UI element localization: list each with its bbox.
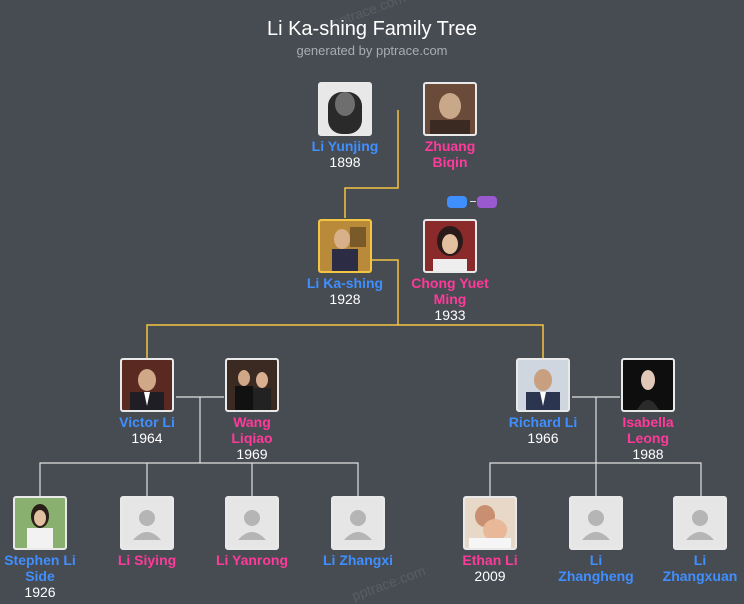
person-year: 1964	[131, 430, 163, 446]
person-name: Li Yanrong	[215, 552, 289, 568]
placeholder-avatar-icon	[120, 496, 174, 550]
person-li-zhangxuan[interactable]: Li Zhangxuan	[641, 496, 744, 584]
person-name: Zhuang Biqin	[424, 138, 476, 170]
person-name: Richard Li	[508, 414, 578, 430]
portrait-photo	[318, 219, 372, 273]
person-victor-li[interactable]: Victor Li 1964	[87, 358, 207, 446]
placeholder-avatar-icon	[225, 496, 279, 550]
person-name: Li Zhangheng	[558, 552, 634, 584]
portrait-photo	[423, 219, 477, 273]
person-ethan-li[interactable]: Ethan Li 2009	[430, 496, 550, 584]
person-li-kashing[interactable]: Li Ka-shing 1928	[285, 219, 405, 307]
person-year: 1966	[527, 430, 559, 446]
person-name: Wang Liqiao	[231, 414, 273, 446]
branch-children-victor	[39, 462, 359, 497]
person-li-yanrong[interactable]: Li Yanrong	[192, 496, 312, 568]
person-name: Isabella Leong	[622, 414, 674, 446]
toggle-purple-button[interactable]	[477, 196, 497, 208]
person-richard-li[interactable]: Richard Li 1966	[483, 358, 603, 446]
person-name: Li Yunjing	[311, 138, 379, 154]
page-subtitle: generated by pptrace.com	[296, 43, 448, 58]
person-year: 1928	[329, 291, 361, 307]
portrait-photo	[621, 358, 675, 412]
person-name: Victor Li	[119, 414, 175, 430]
person-li-zhangheng[interactable]: Li Zhangheng	[536, 496, 656, 584]
person-zhuang-biqin[interactable]: Zhuang Biqin	[390, 82, 510, 170]
placeholder-avatar-icon	[569, 496, 623, 550]
person-li-yunjing[interactable]: Li Yunjing 1898	[285, 82, 405, 170]
branch-line-victor	[176, 396, 224, 463]
branch-line-richard	[572, 396, 620, 463]
person-year: 1926	[24, 584, 56, 600]
portrait-photo	[225, 358, 279, 412]
portrait-photo	[516, 358, 570, 412]
lineage-line-gen2	[146, 324, 544, 358]
person-name: Li Ka-shing	[306, 275, 384, 291]
person-year: 1898	[329, 154, 361, 170]
person-name: Li Zhangxuan	[662, 552, 738, 584]
lineage-line-gen1	[344, 110, 399, 218]
view-toggle[interactable]	[447, 196, 499, 210]
portrait-photo	[423, 82, 477, 136]
person-isabella-leong[interactable]: Isabella Leong 1988	[588, 358, 708, 462]
placeholder-avatar-icon	[331, 496, 385, 550]
portrait-photo	[120, 358, 174, 412]
person-li-zhangxi[interactable]: Li Zhangxi	[298, 496, 418, 568]
person-li-siying[interactable]: Li Siying	[87, 496, 207, 568]
page-title: Li Ka-shing Family Tree	[266, 18, 478, 40]
person-stephen-li-side[interactable]: Stephen Li Side 1926	[0, 496, 100, 600]
person-year: 2009	[474, 568, 506, 584]
person-name: Ethan Li	[462, 552, 518, 568]
person-year: 1933	[434, 307, 466, 323]
person-year: 1969	[236, 446, 268, 462]
portrait-photo	[318, 82, 372, 136]
person-name: Li Siying	[117, 552, 177, 568]
person-name: Chong Yuet Ming	[411, 275, 489, 307]
placeholder-avatar-icon	[673, 496, 727, 550]
person-wang-liqiao[interactable]: Wang Liqiao 1969	[192, 358, 312, 462]
portrait-photo	[13, 496, 67, 550]
toggle-blue-button[interactable]	[447, 196, 467, 208]
person-chong-yuet-ming[interactable]: Chong Yuet Ming 1933	[390, 219, 510, 323]
portrait-photo	[463, 496, 517, 550]
person-name: Stephen Li Side	[4, 552, 76, 584]
couple-line-gen2	[371, 259, 399, 325]
toggle-connector	[470, 201, 476, 202]
person-name: Li Zhangxi	[323, 552, 393, 568]
person-year: 1988	[632, 446, 664, 462]
branch-children-richard	[489, 462, 702, 497]
